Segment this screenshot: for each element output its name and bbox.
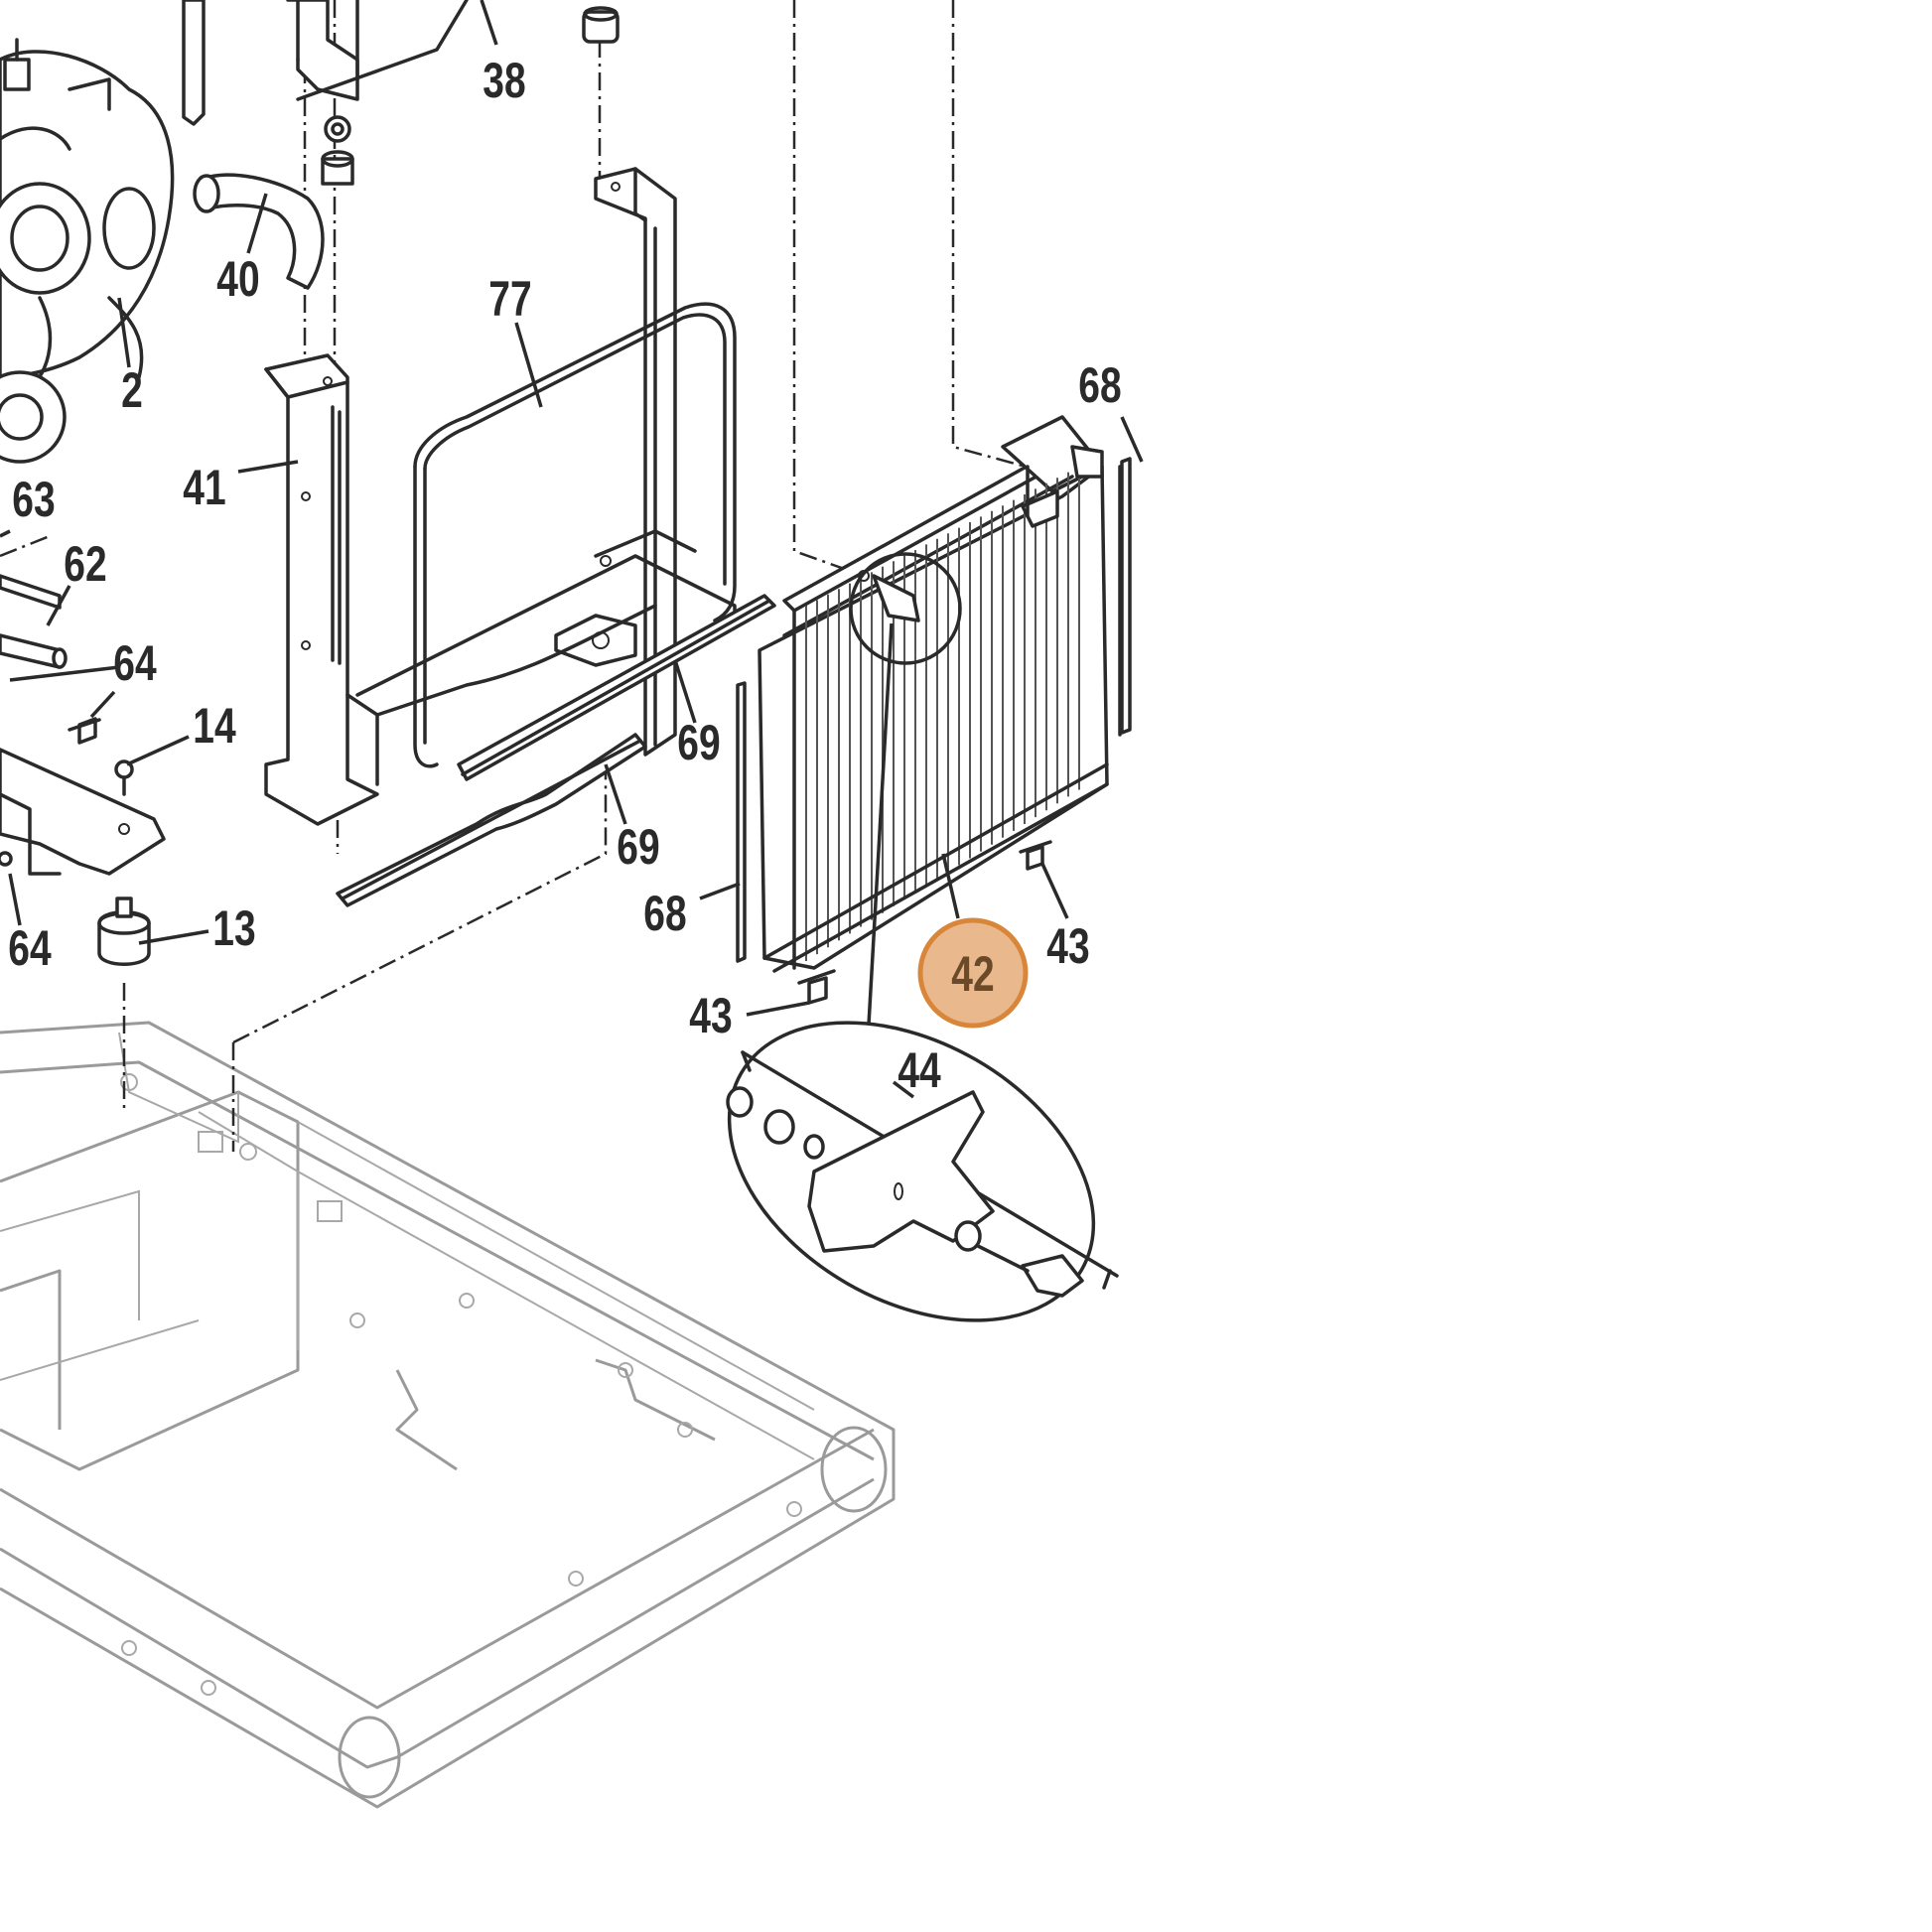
callout-14[interactable]: 14: [193, 697, 235, 754]
chassis-frame: [0, 1021, 896, 1809]
assembly-guide-lines: [0, 0, 1063, 1152]
callout-64-upper[interactable]: 64: [113, 634, 156, 691]
callout-highlight-circle: [917, 917, 1029, 1029]
callout-13[interactable]: 13: [212, 899, 255, 956]
hose-part: [193, 173, 325, 290]
callout-68-left[interactable]: 68: [643, 885, 686, 941]
radiator-core: [758, 415, 1109, 973]
callout-64-lower[interactable]: 64: [8, 919, 51, 976]
bolts: [797, 840, 1052, 1005]
callout-68-right[interactable]: 68: [1078, 356, 1121, 413]
radiator-gasket: [355, 302, 737, 768]
foam-strips: [336, 594, 776, 907]
callout-42[interactable]: 42: [951, 945, 994, 1002]
mount-parts: [0, 574, 166, 966]
callout-69-lower[interactable]: 69: [617, 818, 659, 875]
callout-labels: 38 40 2 77 41 63 62 64 14 64 13 69 69 68…: [8, 52, 1121, 1098]
side-seals: [736, 457, 1132, 963]
side-bracket: [264, 353, 379, 826]
callout-69-upper[interactable]: 69: [677, 714, 720, 770]
engine-assembly: [0, 38, 175, 464]
grommet-top: [582, 6, 620, 44]
callout-43-right[interactable]: 43: [1046, 917, 1089, 974]
callout-40[interactable]: 40: [216, 250, 259, 307]
leader-lines: [0, 0, 1144, 1099]
callout-2[interactable]: 2: [121, 361, 143, 418]
callout-41[interactable]: 41: [183, 459, 225, 515]
top-bracket: [182, 0, 469, 186]
callout-63[interactable]: 63: [12, 471, 55, 527]
callout-44[interactable]: 44: [897, 1041, 940, 1098]
callout-43-left[interactable]: 43: [689, 987, 732, 1043]
callout-62[interactable]: 62: [64, 535, 106, 592]
callout-77[interactable]: 77: [488, 270, 531, 327]
detail-view-44: [726, 1021, 1119, 1322]
callout-38[interactable]: 38: [483, 52, 525, 108]
